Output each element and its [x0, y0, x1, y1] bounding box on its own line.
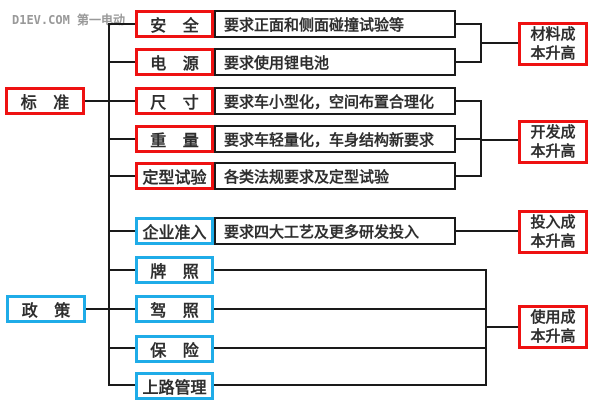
label-box-power: 电 源 [135, 48, 214, 76]
label-box-safety: 安 全 [135, 10, 214, 38]
branch-line-type-test [108, 175, 135, 177]
bracket-a-stub-safety [456, 23, 482, 25]
cost-box-development: 开发成 本升高 [518, 120, 588, 164]
category-box-policy: 政 策 [6, 295, 86, 323]
cost-box-usage-line2: 本升高 [530, 328, 576, 345]
label-box-insurance: 保 险 [135, 335, 214, 363]
desc-box-type-test: 各类法规要求及定型试验 [214, 162, 456, 190]
bracket-b-vertical [480, 100, 482, 177]
branch-line-weight [108, 138, 135, 140]
cost-box-investment-line1: 投入成 [530, 214, 576, 231]
label-box-road-management: 上路管理 [135, 372, 214, 400]
branch-line-power [108, 61, 135, 63]
bracket-c-stub-road-management [213, 384, 487, 386]
label-box-type-test: 定型试验 [135, 162, 214, 190]
watermark: D1EV.COM 第一电动 [12, 13, 126, 27]
bracket-a-stub-power [456, 61, 482, 63]
label-box-weight: 重 量 [135, 125, 214, 153]
branch-line-drivers-license [108, 308, 135, 310]
bracket-b-stub-size [456, 100, 482, 102]
branch-line-size [108, 100, 135, 102]
bracket-c-out-line [485, 326, 518, 328]
branch-line-enterprise-access [108, 230, 135, 232]
bracket-b-out-line [480, 139, 518, 141]
cost-box-material: 材料成 本升高 [518, 22, 588, 66]
branch-line-license-plate [108, 269, 135, 271]
cost-box-material-line2: 本升高 [530, 45, 576, 62]
desc-box-enterprise-access: 要求四大工艺及更多研发投入 [214, 217, 456, 245]
bracket-c-stub-drivers-license [213, 308, 487, 310]
cost-box-development-line2: 本升高 [530, 143, 576, 160]
cost-box-usage: 使用成 本升高 [518, 305, 588, 349]
cost-box-investment-line2: 本升高 [530, 233, 576, 250]
label-box-drivers-license: 驾 照 [135, 295, 214, 323]
cost-box-usage-line1: 使用成 [530, 309, 576, 326]
label-box-license-plate: 牌 照 [135, 256, 214, 284]
desc-box-weight: 要求车轻量化，车身结构新要求 [214, 125, 456, 153]
branch-line-safety [108, 23, 135, 25]
stub-line-standard [85, 100, 108, 102]
cost-box-material-line1: 材料成 [530, 26, 576, 43]
bracket-b-stub-weight [456, 138, 482, 140]
label-box-size: 尺 寸 [135, 87, 214, 115]
stub-line-policy [86, 308, 108, 310]
bracket-c-stub-insurance [213, 347, 487, 349]
bracket-a-out-line [480, 42, 518, 44]
line-enterprise-to-investment [456, 230, 518, 232]
trunk-line [108, 23, 110, 386]
desc-box-safety: 要求正面和侧面碰撞试验等 [214, 10, 456, 38]
branch-line-insurance [108, 347, 135, 349]
bracket-c-stub-license-plate [213, 269, 487, 271]
cost-box-development-line1: 开发成 [530, 124, 576, 141]
bracket-b-stub-type-test [456, 175, 482, 177]
category-box-standard: 标 准 [5, 87, 85, 115]
label-box-enterprise-access: 企业准入 [135, 217, 214, 245]
cost-box-investment: 投入成 本升高 [518, 210, 588, 254]
branch-line-road-management [108, 384, 135, 386]
desc-box-power: 要求使用锂电池 [214, 48, 456, 76]
desc-box-size: 要求车小型化，空间布置合理化 [214, 87, 456, 115]
